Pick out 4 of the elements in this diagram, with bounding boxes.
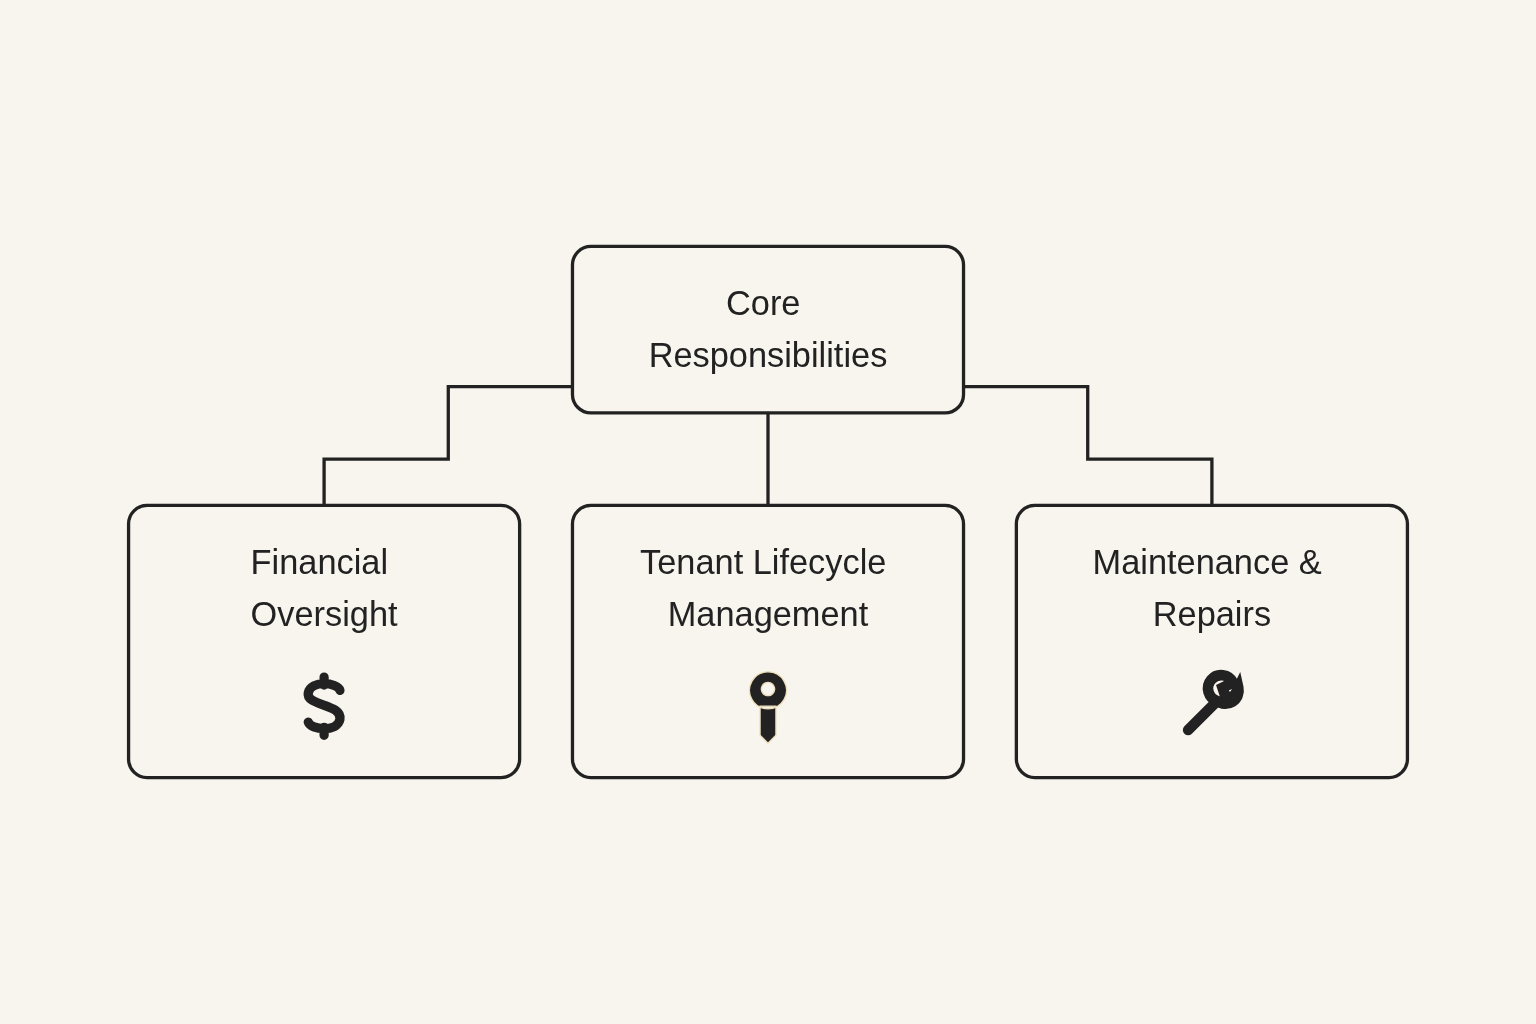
node-box: Maintenance & Repairs [1014,503,1410,780]
node-box: Financial Oversight [126,503,522,780]
node-box: Core Responsibilities [570,244,966,415]
node-box: Tenant Lifecycle Management [570,503,966,780]
